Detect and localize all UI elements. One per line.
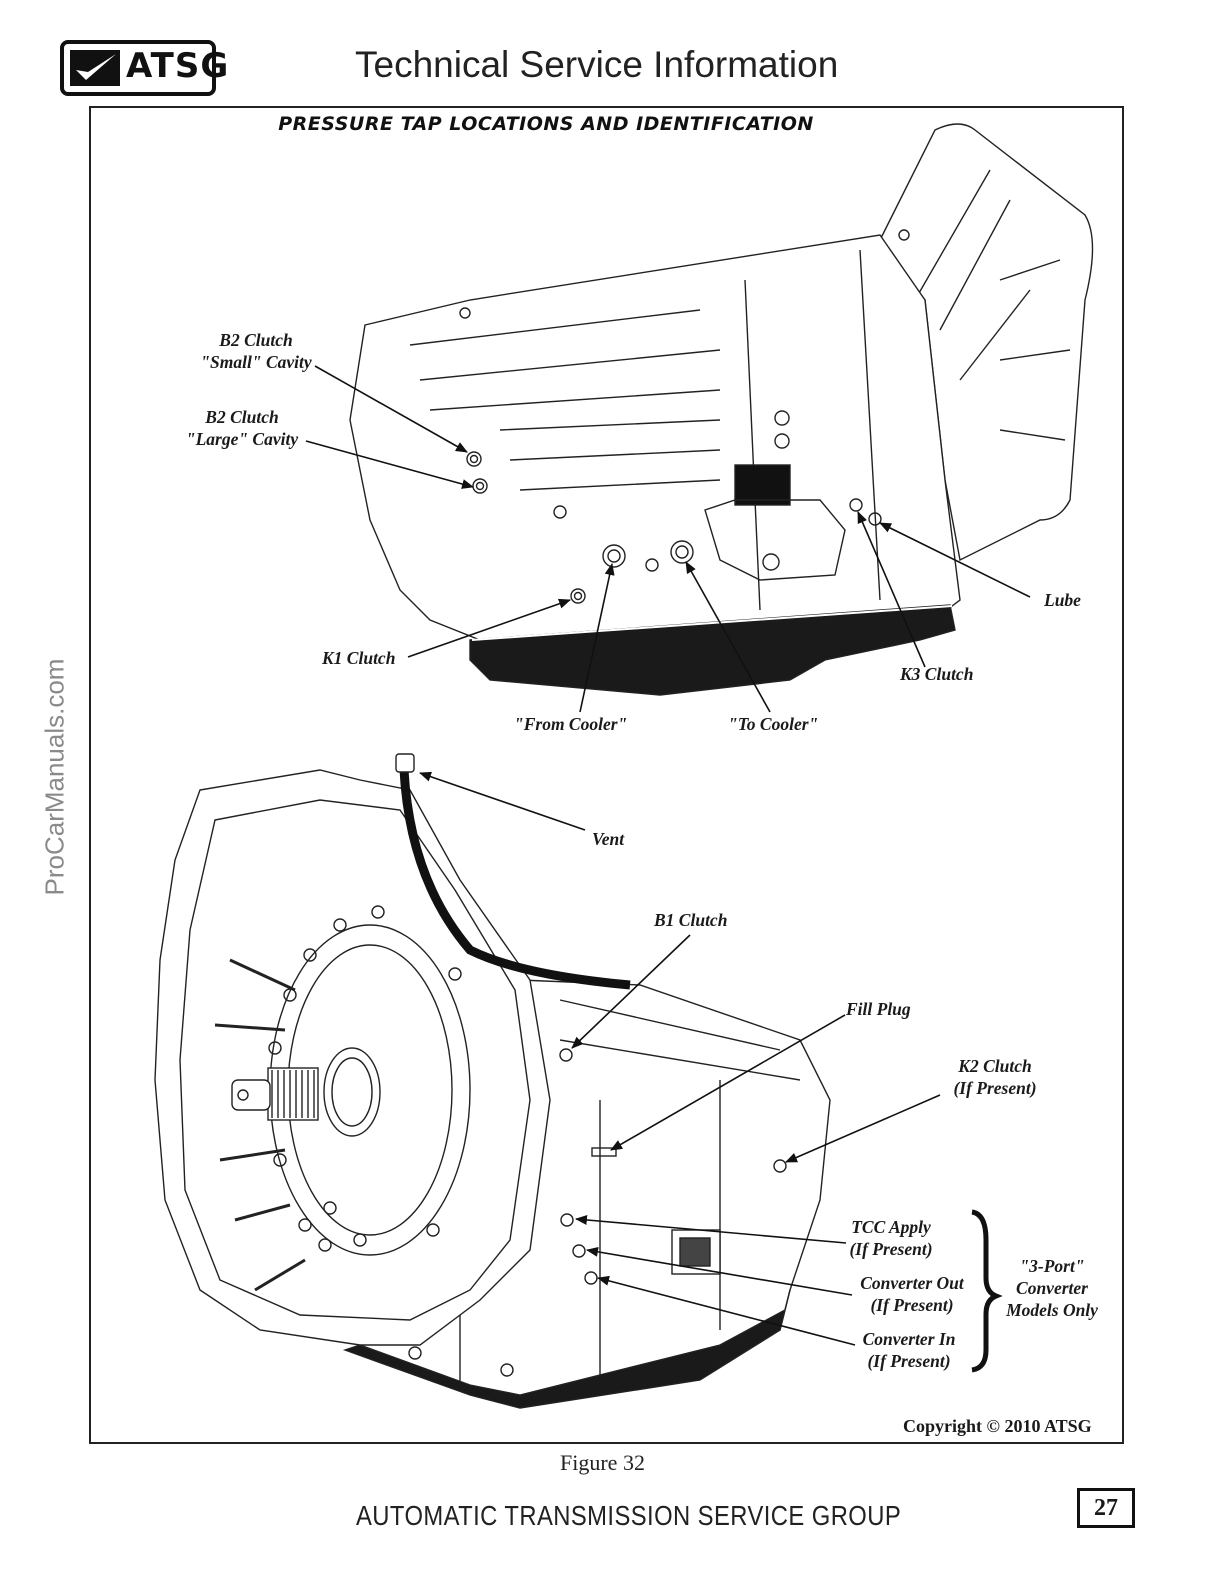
brace xyxy=(971,1209,1003,1373)
label-b2-small-cavity: B2 Clutch "Small" Cavity xyxy=(186,329,326,373)
label-b1-clutch: B1 Clutch xyxy=(654,910,728,930)
label-line: Models Only xyxy=(1006,1300,1098,1320)
label-line: (If Present) xyxy=(867,1351,951,1371)
label-b2-large-cavity: B2 Clutch "Large" Cavity xyxy=(172,406,312,450)
logo-text: ATSG xyxy=(126,46,230,86)
checkmark-icon xyxy=(70,50,120,86)
label-line: "Small" Cavity xyxy=(200,352,312,372)
bell-bolts xyxy=(268,905,462,1252)
footer-organization: AUTOMATIC TRANSMISSION SERVICE GROUP xyxy=(356,1500,902,1531)
label-k3-clutch: K3 Clutch xyxy=(900,664,974,684)
vent-hose xyxy=(395,753,631,990)
label-line: Converter xyxy=(1016,1278,1088,1298)
page-number: 27 xyxy=(1077,1488,1135,1528)
label-fill-plug: Fill Plug xyxy=(846,999,911,1019)
copyright: Copyright © 2010 ATSG xyxy=(903,1416,1092,1436)
label-line: B2 Clutch xyxy=(219,330,293,350)
label-line: K2 Clutch xyxy=(958,1056,1032,1076)
label-from-cooler: "From Cooler" xyxy=(514,714,628,734)
label-line: "3-Port" xyxy=(1019,1256,1085,1276)
page-title: Technical Service Information xyxy=(355,44,839,85)
figure-heading: PRESSURE TAP LOCATIONS AND IDENTIFICATIO… xyxy=(278,113,814,135)
figure-frame xyxy=(89,106,1124,1444)
label-3-port-note: "3-Port" Converter Models Only xyxy=(996,1255,1108,1321)
label-line: TCC Apply xyxy=(851,1217,931,1237)
label-line: (If Present) xyxy=(953,1078,1037,1098)
label-to-cooler: "To Cooler" xyxy=(728,714,819,734)
label-lube: Lube xyxy=(1044,590,1081,610)
bottom-transmission xyxy=(154,769,831,1409)
top-transmission xyxy=(349,123,1094,696)
label-k1-clutch: K1 Clutch xyxy=(322,648,396,668)
atsg-logo: ATSG xyxy=(60,40,228,96)
label-line: (If Present) xyxy=(849,1239,933,1259)
label-converter-out: Converter Out (If Present) xyxy=(850,1272,974,1316)
label-k2-clutch: K2 Clutch (If Present) xyxy=(940,1055,1050,1099)
figure-caption: Figure 32 xyxy=(560,1450,645,1475)
label-line: B2 Clutch xyxy=(205,407,279,427)
label-line: (If Present) xyxy=(870,1295,954,1315)
label-converter-in: Converter In (If Present) xyxy=(852,1328,966,1372)
top-leader-lines xyxy=(305,365,1031,713)
label-line: Converter In xyxy=(862,1329,956,1349)
label-tcc-apply: TCC Apply (If Present) xyxy=(836,1216,946,1260)
label-line: Converter Out xyxy=(860,1273,964,1293)
bottom-leader-lines xyxy=(419,771,941,1346)
label-line: "Large" Cavity xyxy=(185,429,299,449)
label-vent: Vent xyxy=(592,829,625,849)
